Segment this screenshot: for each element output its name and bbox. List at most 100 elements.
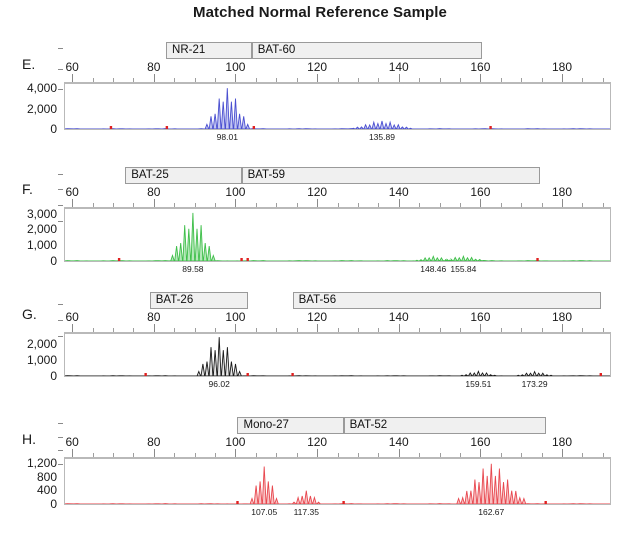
x-tick-minor — [459, 78, 461, 82]
x-tick-label: 80 — [147, 60, 161, 74]
peak-size-label: 98.01 — [216, 132, 238, 142]
peak-size-label: 173.29 — [521, 379, 548, 389]
x-tick-label: 80 — [147, 185, 161, 199]
y-tick-label: 0 — [50, 369, 57, 383]
x-tick-major — [235, 199, 237, 207]
plot-area — [64, 457, 611, 505]
x-tick-major — [235, 324, 237, 332]
x-tick-minor — [174, 78, 176, 82]
x-tick-major — [153, 324, 155, 332]
x-tick-minor — [337, 203, 339, 207]
x-tick-minor — [582, 453, 584, 457]
size-standard-tick — [291, 373, 294, 376]
x-tick-major — [398, 324, 400, 332]
page-title: Matched Normal Reference Sample — [192, 4, 448, 21]
marker-box-bat-59[interactable]: BAT-59 — [241, 167, 540, 184]
x-tick-minor — [521, 203, 523, 207]
size-standard-tick — [144, 373, 147, 376]
x-tick-minor — [582, 328, 584, 332]
trace-svg — [65, 88, 610, 129]
x-tick-major — [480, 324, 482, 332]
x-tick-minor — [92, 78, 94, 82]
x-tick-minor — [215, 203, 217, 207]
x-tick-minor — [174, 453, 176, 457]
x-tick-label: 160 — [470, 310, 491, 324]
x-tick-minor — [194, 78, 196, 82]
marker-box-mono-27[interactable]: Mono-27 — [237, 417, 344, 434]
x-tick-minor — [215, 453, 217, 457]
trace-svg — [65, 463, 610, 504]
x-tick-minor — [602, 78, 604, 82]
x-tick-label: 140 — [388, 310, 409, 324]
x-tick-minor — [419, 78, 421, 82]
x-tick-minor — [602, 453, 604, 457]
y-tick-label: 0 — [50, 254, 57, 268]
x-tick-minor — [215, 328, 217, 332]
marker-box-bat-60[interactable]: BAT-60 — [251, 42, 483, 59]
size-standard-tick — [489, 126, 492, 129]
size-standard-tick — [599, 373, 602, 376]
size-standard-tick — [240, 258, 243, 261]
x-tick-minor — [276, 453, 278, 457]
peak-size-label: 155.84 — [450, 264, 477, 274]
x-tick-minor — [357, 203, 359, 207]
y-tick-label: 4,000 — [26, 81, 57, 96]
marker-box-bat-25[interactable]: BAT-25 — [125, 167, 242, 184]
y-tick-label: 1,000 — [26, 238, 57, 253]
x-tick-minor — [357, 78, 359, 82]
y-tick-label: 0 — [50, 122, 57, 136]
x-tick-major — [398, 74, 400, 82]
x-tick-major — [398, 449, 400, 457]
x-tick-major — [235, 74, 237, 82]
x-tick-minor — [296, 78, 298, 82]
size-standard-tick — [342, 501, 345, 504]
x-tick-major — [562, 324, 563, 332]
x-tick-major — [562, 449, 563, 457]
x-tick-minor — [582, 78, 584, 82]
x-tick-minor — [378, 78, 380, 82]
x-tick-minor — [541, 203, 543, 207]
x-tick-major — [153, 449, 155, 457]
x-tick-label: 180 — [551, 60, 573, 74]
x-tick-label: 60 — [65, 185, 79, 199]
x-tick-major — [72, 74, 74, 82]
y-tick-label: 3,000 — [26, 206, 57, 221]
x-tick-label: 60 — [65, 310, 79, 324]
y-tick-label: 2,000 — [26, 336, 57, 351]
panel-letter: F. — [22, 181, 33, 197]
peak-size-label: 135.89 — [368, 132, 395, 142]
y-tick-label: 400 — [36, 483, 57, 498]
size-standard-tick — [544, 501, 547, 504]
x-tick-label: 60 — [65, 435, 79, 449]
y-tick-mark — [58, 303, 63, 305]
y-tick-mark — [58, 450, 63, 452]
x-tick-label: 180 — [551, 435, 573, 449]
x-tick-minor — [378, 453, 380, 457]
x-tick-label: 140 — [388, 60, 409, 74]
x-tick-minor — [112, 203, 114, 207]
x-tick-minor — [255, 328, 257, 332]
marker-box-bat-56[interactable]: BAT-56 — [292, 292, 601, 309]
x-tick-minor — [500, 78, 502, 82]
y-tick-label: 1,000 — [26, 352, 57, 367]
x-tick-minor — [92, 453, 94, 457]
x-tick-minor — [337, 328, 339, 332]
marker-box-bat-26[interactable]: BAT-26 — [149, 292, 248, 309]
x-tick-minor — [419, 453, 421, 457]
marker-box-bat-52[interactable]: BAT-52 — [343, 417, 546, 434]
x-tick-minor — [459, 203, 461, 207]
x-tick-major — [317, 199, 319, 207]
x-tick-minor — [194, 328, 196, 332]
marker-box-nr-21[interactable]: NR-21 — [166, 42, 252, 59]
x-tick-minor — [337, 78, 339, 82]
y-tick-label: 1,200 — [26, 456, 57, 471]
x-tick-minor — [500, 328, 502, 332]
x-tick-minor — [378, 203, 380, 207]
x-tick-major — [72, 199, 74, 207]
x-tick-minor — [92, 328, 94, 332]
